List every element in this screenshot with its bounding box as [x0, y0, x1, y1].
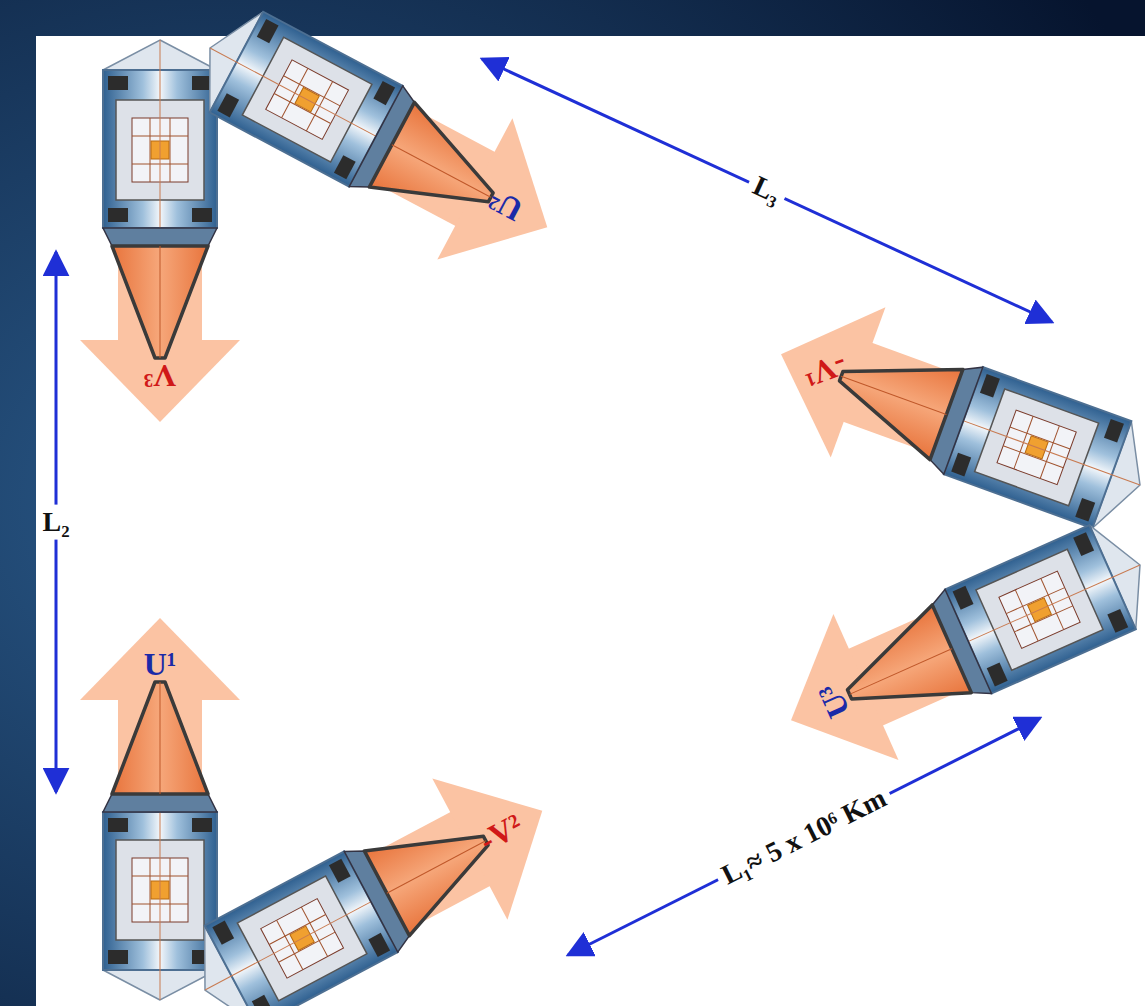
telescope-arm	[754, 279, 1145, 560]
beam-label: U¹	[144, 647, 177, 682]
distance-label: L₂	[36, 505, 75, 540]
dimension-arrow	[568, 718, 1040, 955]
distance-label: L₃	[742, 166, 792, 214]
beam-label: -V¹	[799, 346, 852, 394]
distance-label: L₁≈ 5 x 10⁶ Km	[710, 778, 897, 895]
beam-label: U²	[483, 182, 528, 228]
beam-label: V³	[144, 357, 177, 392]
beam-label: -V²	[474, 807, 529, 858]
telescope-arm	[758, 492, 1145, 794]
beam-label: U³	[811, 679, 856, 723]
telescope-arm	[167, 740, 579, 1006]
dimension-arrow	[482, 59, 1052, 322]
telescope-arm	[172, 0, 584, 298]
